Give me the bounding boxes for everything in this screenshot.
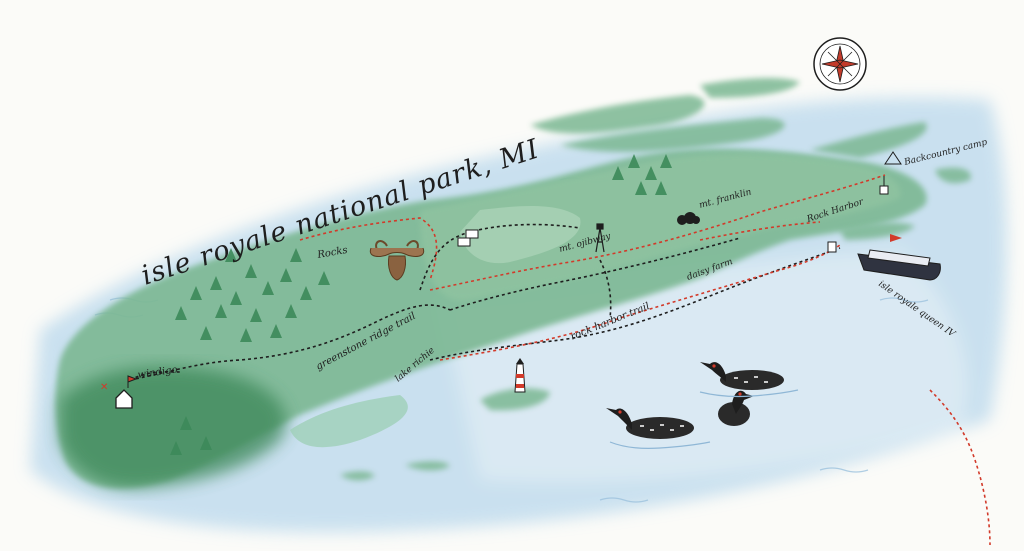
ferry-boat-icon xyxy=(857,234,941,281)
svg-text:✕: ✕ xyxy=(100,382,108,393)
outer-islands xyxy=(340,78,971,481)
dock-icon xyxy=(827,241,837,253)
camp-tent-icon xyxy=(884,151,902,165)
moose-icon xyxy=(369,240,425,281)
label-rocks: Rocks xyxy=(316,245,349,261)
compass-rose-icon xyxy=(813,37,867,91)
cabin-icon: ✕ xyxy=(100,375,138,409)
tent-icon xyxy=(457,229,479,247)
fire-tower-icon xyxy=(595,223,605,253)
trails-red xyxy=(299,174,991,546)
ranger-station-icon xyxy=(879,176,889,195)
forest-trees xyxy=(170,154,672,455)
greenstone-ridge-trail-path xyxy=(129,304,451,381)
cloud-icon xyxy=(677,212,700,225)
lighthouse-icon xyxy=(514,358,526,393)
loon-icon xyxy=(606,362,799,449)
